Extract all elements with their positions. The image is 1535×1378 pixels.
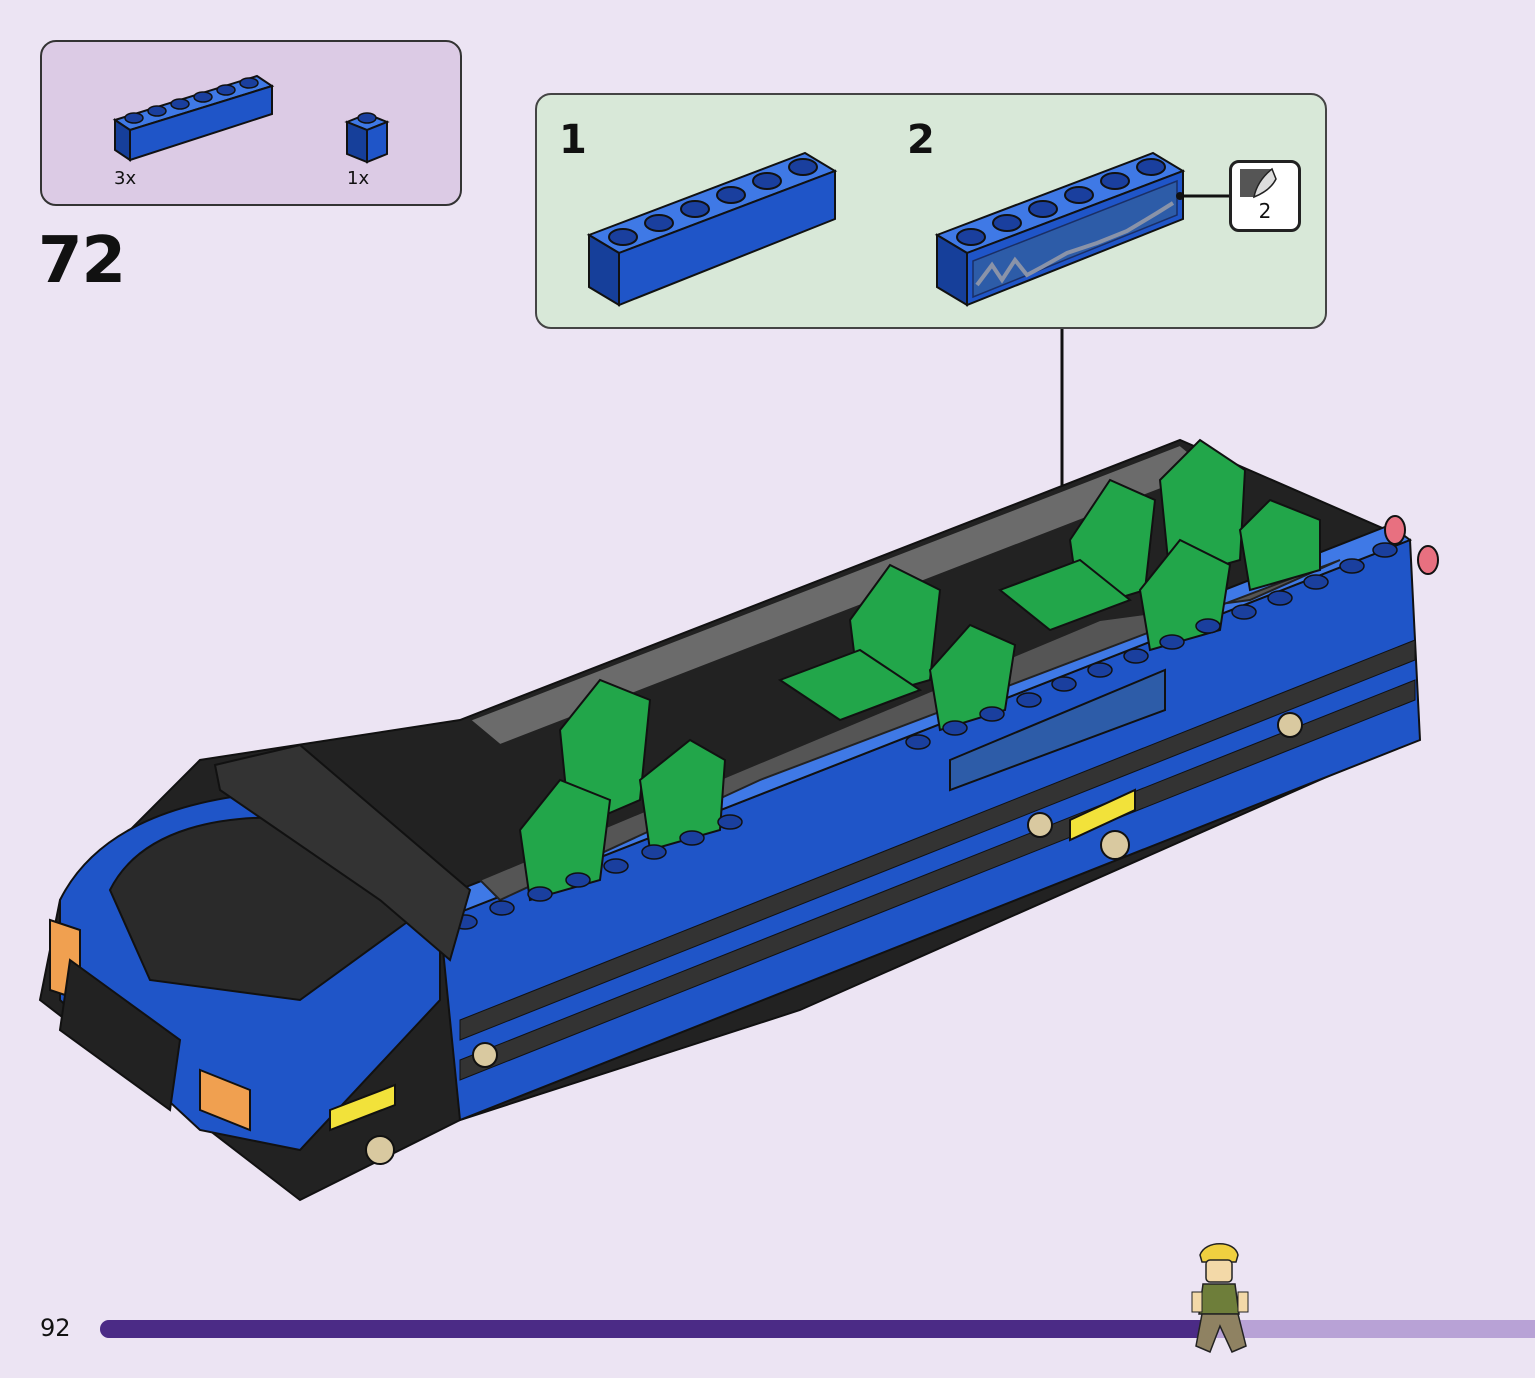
wheel-axles — [365, 712, 1303, 1165]
sub-step-number: 1 — [559, 117, 587, 163]
sub-assembly-callout: 1 2 — [535, 93, 1327, 329]
rear-lights — [1384, 515, 1439, 575]
vehicle-chassis — [38, 438, 1422, 1202]
step-number: 72 — [38, 224, 126, 298]
sticker-badge: 2 — [1229, 160, 1301, 232]
progress-bar — [100, 1320, 1535, 1338]
sub-step-number: 2 — [907, 117, 935, 163]
progress-fill — [100, 1320, 1220, 1338]
sticker-icon — [1240, 167, 1277, 199]
yellow-fenders — [329, 788, 1136, 1132]
stickered-brick-icon — [934, 151, 1231, 307]
green-seats — [518, 438, 1321, 902]
part-quantity: 1x — [347, 168, 370, 189]
blue-brick-1x6-icon — [586, 151, 838, 307]
blue-brick-1x6-icon — [112, 74, 275, 162]
blue-stud-row — [452, 542, 1398, 930]
part-quantity: 3x — [114, 168, 137, 189]
page-number: 92 — [40, 1314, 71, 1342]
vehicle-front — [49, 743, 472, 1152]
placement-arrow — [1045, 329, 1079, 672]
blue-brick-1x1-icon — [344, 112, 390, 164]
parts-callout: 3x 1x — [40, 40, 462, 206]
sticker-number: 2 — [1258, 199, 1272, 223]
sub-assembly-illustration — [586, 151, 1231, 307]
parts-illustration — [112, 74, 390, 164]
